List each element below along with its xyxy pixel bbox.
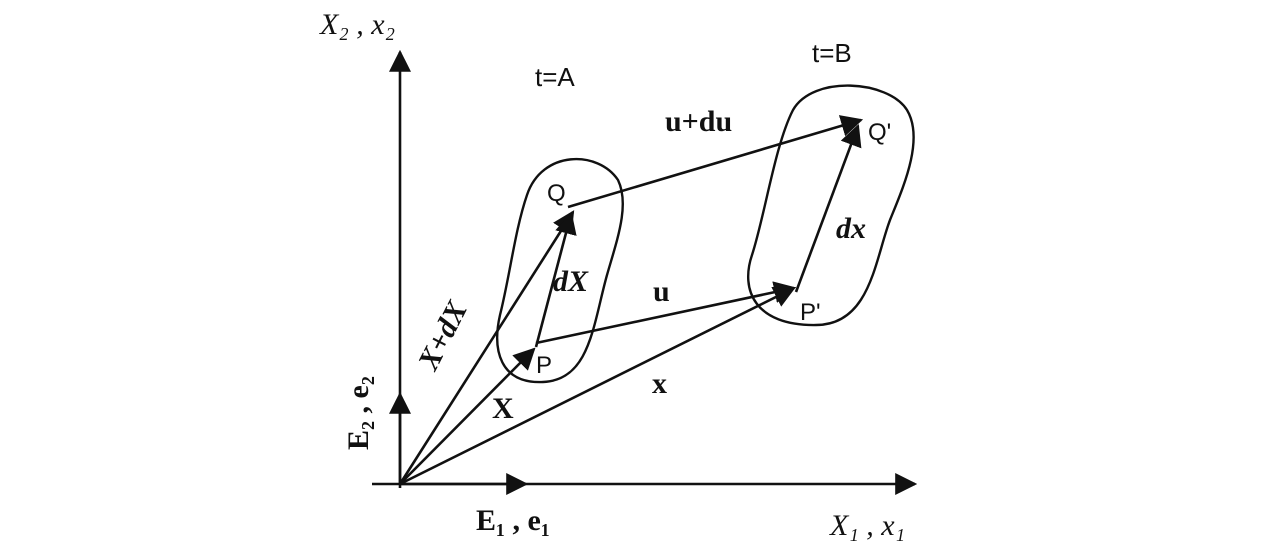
vector-dx-label: dx — [836, 212, 866, 245]
vector-u-plus-du — [567, 115, 864, 209]
final-time-label: t=B — [812, 38, 852, 68]
final-configuration-region — [747, 84, 915, 327]
vector-dX-label: dX — [553, 265, 589, 298]
x-axis-label: X₁ , x₁ — [829, 509, 905, 542]
point-P-label: P — [536, 352, 552, 379]
initial-time-label: t=A — [535, 62, 575, 92]
vector-X — [399, 347, 536, 485]
initial-configuration-region — [496, 158, 625, 384]
vector-u-plus-du-label: u+du — [665, 105, 732, 138]
vector-x-label: x — [652, 367, 667, 400]
vector-X-plus-dX — [398, 210, 575, 485]
point-P-prime-label: P' — [800, 299, 821, 326]
vector-u — [535, 281, 797, 345]
vector-X-label: X — [492, 392, 514, 425]
basis-x-label: E₁ , e₁ — [476, 504, 550, 537]
point-Q-label: Q — [547, 180, 566, 207]
point-Q-prime-label: Q' — [868, 119, 891, 146]
vector-x — [399, 286, 796, 486]
vector-dX — [534, 211, 577, 348]
vector-X-plus-dX-label: X+dX — [411, 295, 474, 376]
y-axis-label: X₂ , x₂ — [319, 8, 395, 41]
vector-dx — [794, 123, 862, 293]
vector-u-label: u — [653, 275, 670, 308]
basis-y-label: E₂ , e₂ — [342, 376, 375, 450]
